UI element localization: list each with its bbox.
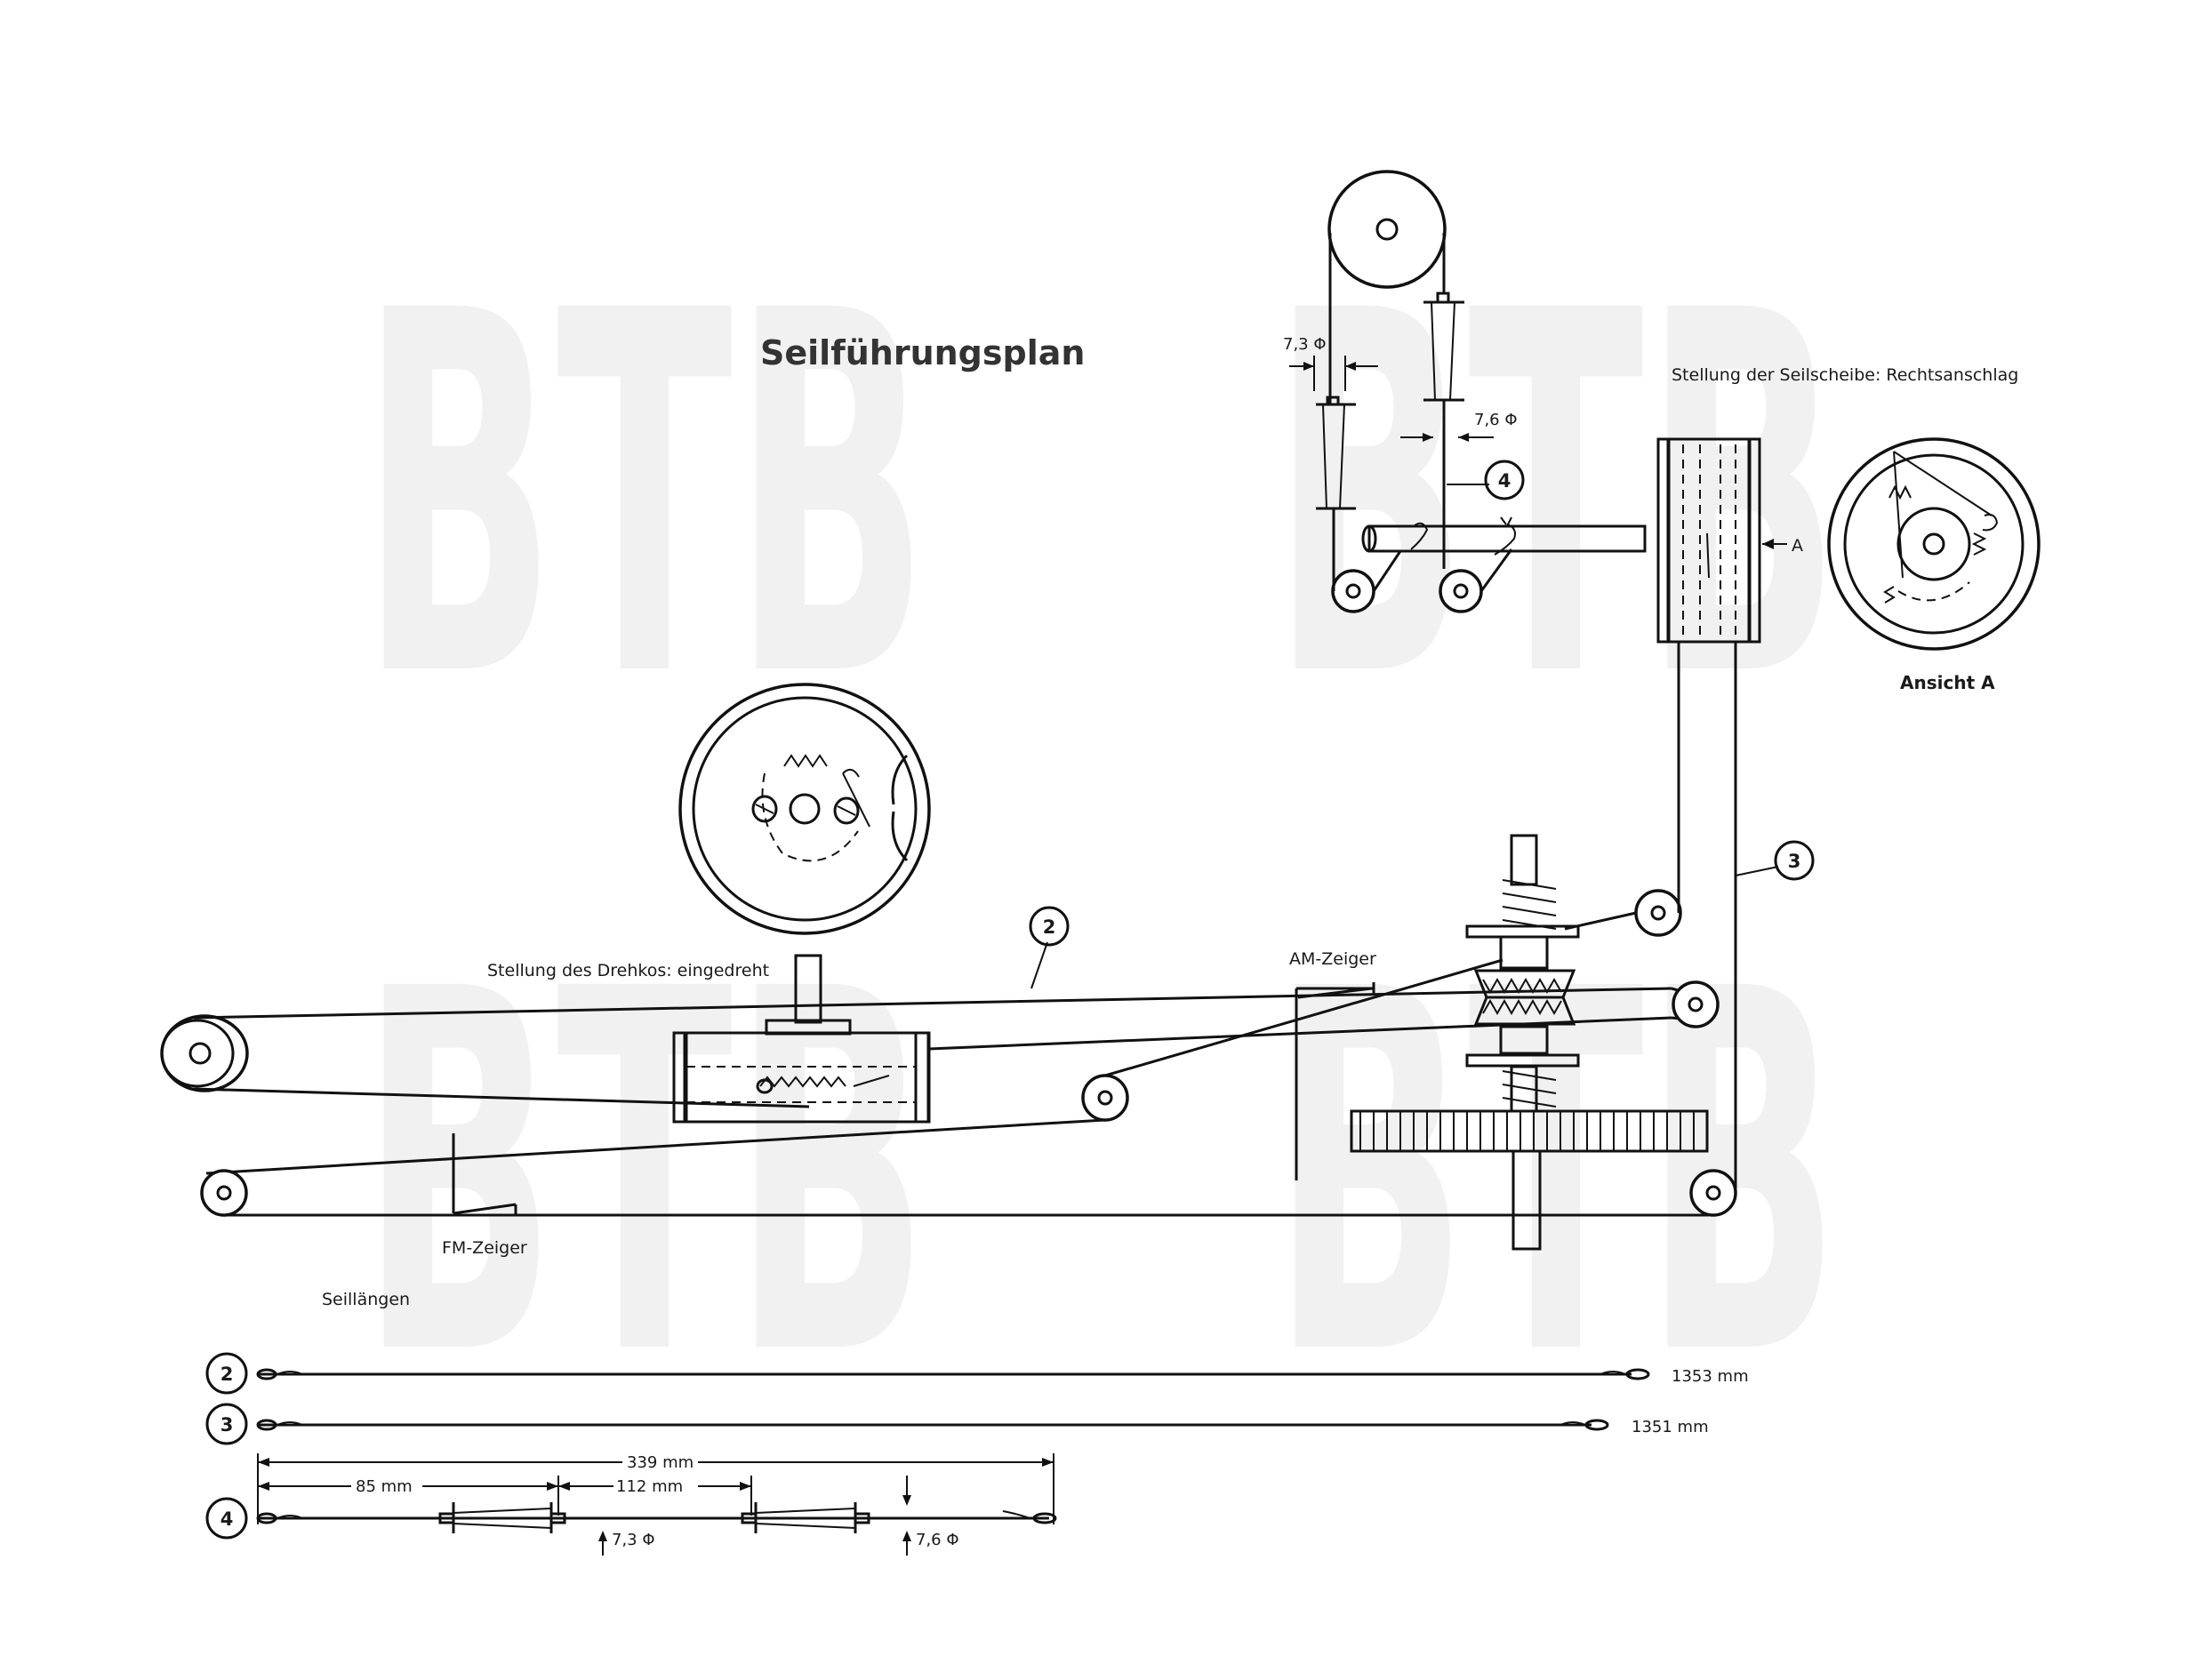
length-row-4-seg2: 112 mm: [616, 1477, 683, 1496]
gear-stack: [1350, 834, 1709, 1251]
callout-3-circle: [1774, 840, 1815, 881]
view-a-label: Ansicht A: [1900, 672, 1995, 693]
left-pulley: [160, 1014, 249, 1092]
length-row-4-num: 4: [221, 1508, 234, 1530]
length-row-2-value: 1353 mm: [1672, 1367, 1749, 1386]
fm-pointer-label: FM-Zeiger: [442, 1238, 527, 1258]
dim-label-7-3: 7,3 Φ: [1283, 335, 1327, 354]
length-row-3-circle: [205, 1403, 248, 1445]
callout-4-label: 4: [1498, 470, 1511, 492]
length-row-2-num: 2: [221, 1364, 234, 1385]
top-idler-hub: [1375, 218, 1399, 241]
callout-2-circle: [1029, 906, 1070, 947]
view-arrow-label: A: [1792, 536, 1803, 556]
dim-label-7-6: 7,6 Φ: [1474, 411, 1518, 429]
top-pulley-assembly: 7,3 Φ 7,6 Φ 4: [1283, 170, 2018, 1191]
callout-3-label: 3: [1788, 851, 1801, 872]
callout-2-label: 2: [1043, 916, 1056, 938]
diagram-title: Seilführungsplan: [760, 333, 1085, 372]
am-pointer-label: AM-Zeiger: [1289, 949, 1376, 969]
watermark-top-right: BTB: [1271, 207, 1840, 787]
watermark-bottom-left: BTB: [360, 885, 929, 1465]
length-row-4-circle: [205, 1497, 248, 1540]
length-row-4-seg1: 85 mm: [356, 1477, 413, 1496]
capacitor-dial: [678, 683, 931, 935]
length-row-4-d1: 7,3 Φ: [612, 1531, 655, 1549]
capacitor-drum: [672, 954, 931, 1124]
length-row-4-total: 339 mm: [627, 1453, 694, 1472]
length-row-4-d2: 7,6 Φ: [916, 1531, 959, 1549]
pulley-position-label: Stellung der Seilscheibe: Rechtsanschlag: [1672, 365, 2018, 385]
view-a-detail: Ansicht A: [1827, 437, 2041, 693]
watermark-bottom-right: BTB: [1271, 885, 1840, 1465]
rope-lengths-heading: Seillängen: [322, 1290, 410, 1309]
length-row-3-num: 3: [221, 1414, 234, 1436]
cable-drum: [1656, 437, 1761, 644]
length-row-2-circle: [205, 1352, 248, 1395]
length-row-3-value: 1351 mm: [1632, 1418, 1709, 1436]
watermark-layer: BTB BTB BTB BTB: [360, 207, 1840, 1465]
callout-4-circle: [1484, 460, 1525, 500]
capacitor-position-label: Stellung des Drehkos: eingedreht: [487, 961, 769, 980]
